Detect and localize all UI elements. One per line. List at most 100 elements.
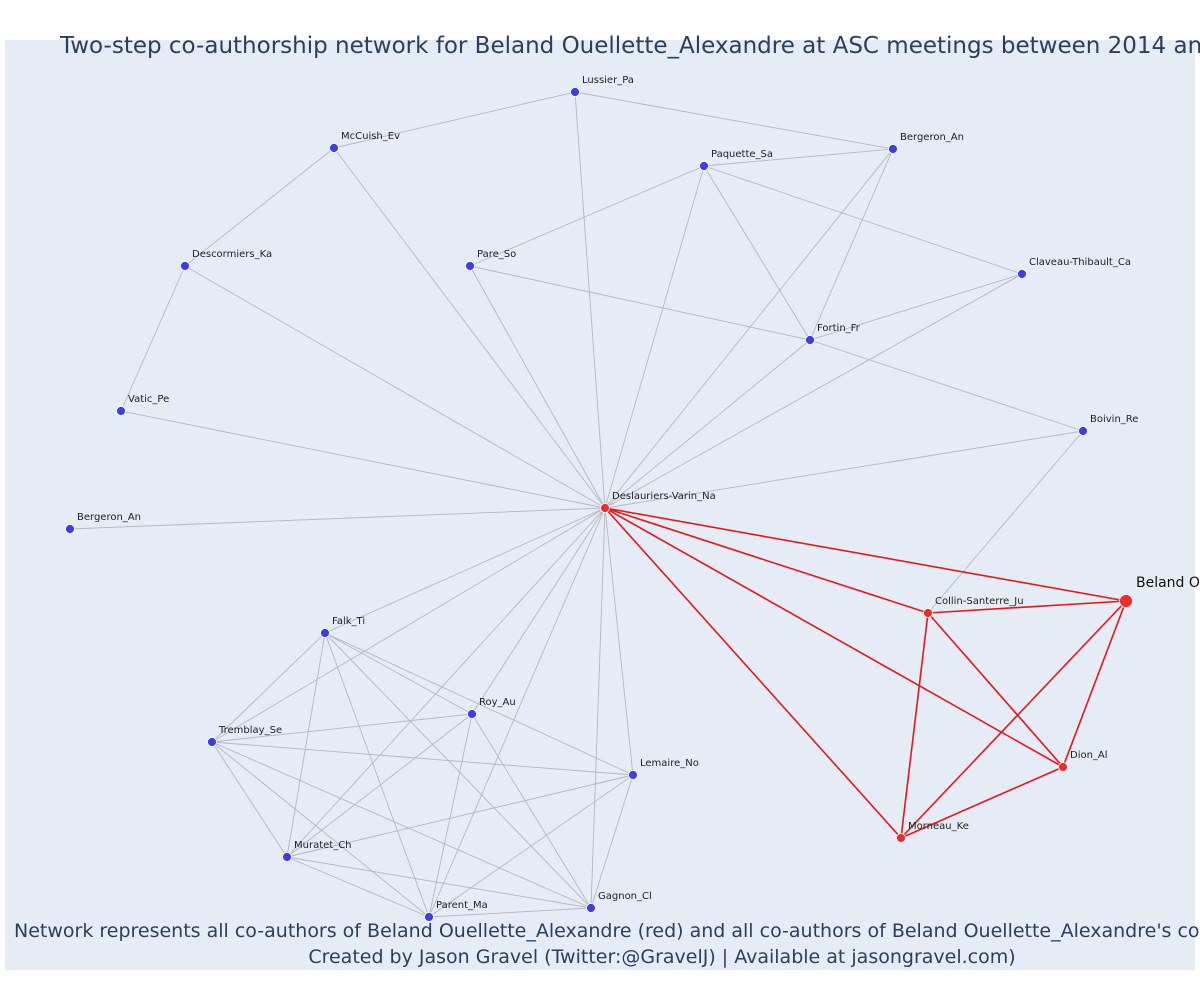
- edge-tremblay-muratet: [211, 741, 288, 858]
- edge-paquette-fortin: [703, 165, 811, 341]
- node-roy[interactable]: [467, 709, 477, 719]
- node-labels-group: Beland Ouellette_Alexandre Deslauriers-Va…: [77, 75, 1200, 911]
- node-focus[interactable]: [1119, 594, 1133, 608]
- edge-muratet-gagnon: [286, 856, 592, 909]
- edge-parent-deslauriers: [428, 507, 606, 918]
- node-label-morneau: Morneau_Ke: [908, 821, 969, 832]
- edge-roy-deslauriers: [471, 507, 606, 715]
- node-lussier[interactable]: [570, 87, 580, 97]
- node-label-muratet: Muratet_Ch: [294, 840, 352, 851]
- node-label-pare: Pare_So: [477, 249, 516, 260]
- edge-red-deslauriers-collin: [604, 507, 929, 614]
- node-paquette[interactable]: [699, 161, 709, 171]
- node-lemaire[interactable]: [628, 770, 638, 780]
- node-label-paquette: Paquette_Sa: [711, 149, 773, 160]
- edge-roy-parent: [428, 713, 473, 918]
- node-label-vatic: Vatic_Pe: [128, 394, 169, 405]
- edge-muratet-parent: [286, 856, 430, 918]
- edge-bergeron1-fortin: [809, 148, 894, 341]
- node-morneau[interactable]: [896, 833, 906, 843]
- node-label-mccuish: McCuish_Ev: [341, 131, 400, 142]
- node-label-bergeron1: Bergeron_An: [900, 132, 964, 143]
- edge-lemaire-gagnon: [590, 774, 634, 909]
- node-label-gagnon: Gagnon_Cl: [598, 891, 652, 902]
- edge-claveau-fortin: [809, 273, 1023, 341]
- node-dion[interactable]: [1058, 762, 1068, 772]
- edge-muratet-deslauriers: [286, 507, 606, 858]
- edge-falk-gagnon: [324, 632, 592, 909]
- gray-edges-group: [69, 91, 1084, 918]
- caption-line-2: Created by Jason Gravel (Twitter:@Gravel…: [308, 946, 1015, 968]
- edge-pare-deslauriers: [469, 265, 606, 509]
- edge-boivin-deslauriers: [604, 430, 1084, 509]
- node-label-tremblay: Tremblay_Se: [218, 725, 282, 736]
- edge-boivin-collin: [927, 430, 1084, 614]
- edge-falk-roy: [324, 632, 473, 715]
- edge-paquette-bergeron1: [703, 148, 894, 167]
- edge-claveau-deslauriers: [604, 273, 1023, 509]
- edge-descormiers-deslauriers: [184, 265, 606, 509]
- node-label-roy: Roy_Au: [479, 697, 516, 708]
- edge-tremblay-deslauriers: [211, 507, 606, 743]
- edge-gagnon-deslauriers: [590, 507, 606, 909]
- node-label-fortin: Fortin_Fr: [817, 323, 861, 334]
- edge-mccuish-deslauriers: [333, 147, 606, 509]
- node-bergeron1[interactable]: [888, 144, 898, 154]
- node-label-focus: Beland Ouellette_Alexandre: [1136, 575, 1200, 591]
- node-claveau[interactable]: [1017, 269, 1027, 279]
- node-label-dion: Dion_Al: [1070, 750, 1108, 761]
- node-label-deslauriers: Deslauriers-Varin_Na: [612, 491, 716, 502]
- node-parent[interactable]: [424, 912, 434, 922]
- node-collin[interactable]: [923, 608, 933, 618]
- node-label-lussier: Lussier_Pa: [582, 75, 634, 86]
- edge-fortin-boivin: [809, 339, 1084, 432]
- node-bergeron2[interactable]: [65, 524, 75, 534]
- node-deslauriers[interactable]: [600, 503, 610, 513]
- caption-line-1: Network represents all co-authors of Bel…: [14, 920, 1200, 942]
- edge-lussier-deslauriers: [574, 91, 606, 509]
- edge-mccuish-descormiers: [184, 147, 335, 267]
- edge-falk-lemaire: [324, 632, 634, 776]
- node-gagnon[interactable]: [586, 903, 596, 913]
- node-label-descormiers: Descormiers_Ka: [192, 249, 272, 260]
- node-muratet[interactable]: [282, 852, 292, 862]
- node-label-claveau: Claveau-Thibault_Ca: [1029, 257, 1131, 268]
- node-label-bergeron2: Bergeron_An: [77, 512, 141, 523]
- edge-vatic-deslauriers: [120, 410, 606, 509]
- edge-pare-fortin: [469, 265, 811, 341]
- edge-paquette-deslauriers: [604, 165, 705, 509]
- node-boivin[interactable]: [1078, 426, 1088, 436]
- node-tremblay[interactable]: [207, 737, 217, 747]
- edge-bergeron2-deslauriers: [69, 507, 606, 530]
- node-label-parent: Parent_Ma: [436, 900, 488, 911]
- edge-parent-gagnon: [428, 907, 592, 918]
- node-falk[interactable]: [320, 628, 330, 638]
- edge-falk-tremblay: [211, 632, 326, 743]
- node-pare[interactable]: [465, 261, 475, 271]
- edge-roy-tremblay: [211, 713, 473, 743]
- edge-lussier-bergeron1: [574, 91, 894, 150]
- chart-title: Two-step co-authorship network for Belan…: [59, 33, 1200, 59]
- edge-fortin-deslauriers: [604, 339, 811, 509]
- node-descormiers[interactable]: [180, 261, 190, 271]
- edge-descormiers-vatic: [120, 265, 186, 412]
- node-fortin[interactable]: [805, 335, 815, 345]
- edge-lussier-mccuish: [333, 91, 576, 149]
- nodes-group: [65, 87, 1133, 922]
- edge-tremblay-lemaire: [211, 741, 634, 776]
- edge-red-collin-dion: [927, 612, 1064, 768]
- edge-paquette-claveau: [703, 165, 1023, 275]
- node-label-boivin: Boivin_Re: [1090, 414, 1138, 425]
- edge-roy-muratet: [286, 713, 473, 858]
- node-mccuish[interactable]: [329, 143, 339, 153]
- node-label-falk: Falk_Ti: [332, 616, 365, 627]
- edge-lemaire-deslauriers: [604, 507, 634, 776]
- edge-red-focus-dion: [1062, 600, 1127, 768]
- node-label-collin: Collin-Santerre_Ju: [935, 596, 1024, 607]
- node-vatic[interactable]: [116, 406, 126, 416]
- edge-red-focus-morneau: [900, 600, 1127, 839]
- edge-red-dion-morneau: [900, 766, 1064, 839]
- edge-red-collin-morneau: [900, 612, 929, 839]
- red-edges-group: [604, 507, 1127, 839]
